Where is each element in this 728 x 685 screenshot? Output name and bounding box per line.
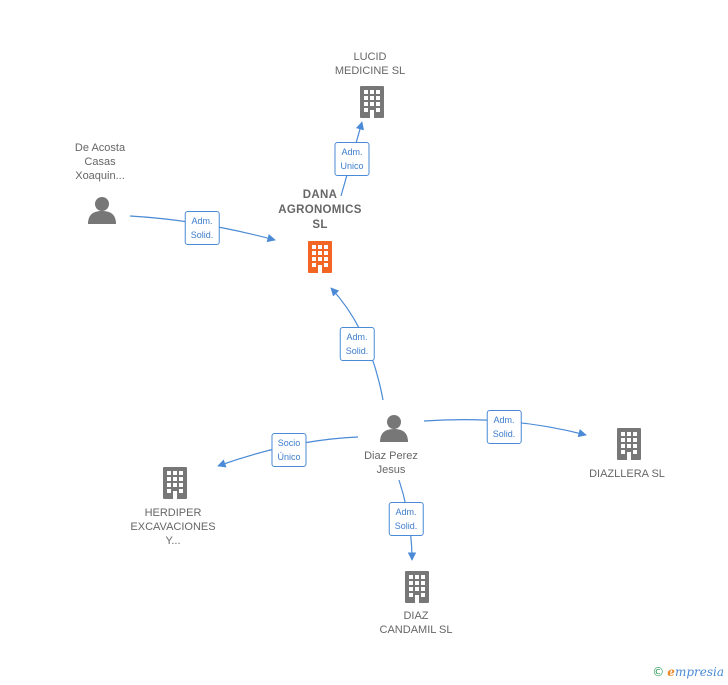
brand-footer: ©empresia — [652, 665, 724, 679]
node-label-diaz-candamil[interactable]: DIAZ CANDAMIL SL — [379, 610, 453, 636]
building-icon-lucid[interactable] — [360, 86, 384, 118]
person-icon-acosta[interactable] — [88, 197, 116, 224]
edge-badge-diaz-diazllera: Adm. Solid. — [486, 410, 522, 444]
person-icon-diaz-perez[interactable] — [380, 415, 408, 442]
building-icon-diazllera[interactable] — [617, 428, 641, 460]
building-icon-herdiper[interactable] — [163, 467, 187, 499]
node-label-herdiper[interactable]: HERDIPER EXCAVACIONES Y... — [130, 507, 216, 547]
edge-badge-dana-lucid: Adm. Unico — [334, 142, 370, 176]
brand-logo-text: mpresia — [674, 665, 724, 679]
edge-badge-acosta-dana: Adm. Solid. — [184, 211, 220, 245]
node-label-lucid[interactable]: LUCID MEDICINE SL — [334, 51, 406, 77]
building-icon-dana[interactable] — [308, 241, 332, 273]
copyright-icon: © — [652, 665, 665, 679]
node-label-diazllera[interactable]: DIAZLLERA SL — [589, 468, 665, 480]
brand-logo-initial: e — [667, 665, 675, 679]
node-label-acosta[interactable]: De Acosta Casas Xoaquin... — [74, 142, 126, 182]
edge-badge-diaz-herdiper: Socio Único — [271, 433, 307, 467]
node-label-diaz-perez[interactable]: Diaz Perez Jesus — [364, 450, 418, 476]
building-icon-diaz-candamil[interactable] — [405, 571, 429, 603]
node-label-dana[interactable]: DANA AGRONOMICS SL — [278, 189, 362, 231]
edge-badge-diaz-dana: Adm. Solid. — [339, 327, 375, 361]
edge-badge-diaz-candamil: Adm. Solid. — [388, 502, 424, 536]
